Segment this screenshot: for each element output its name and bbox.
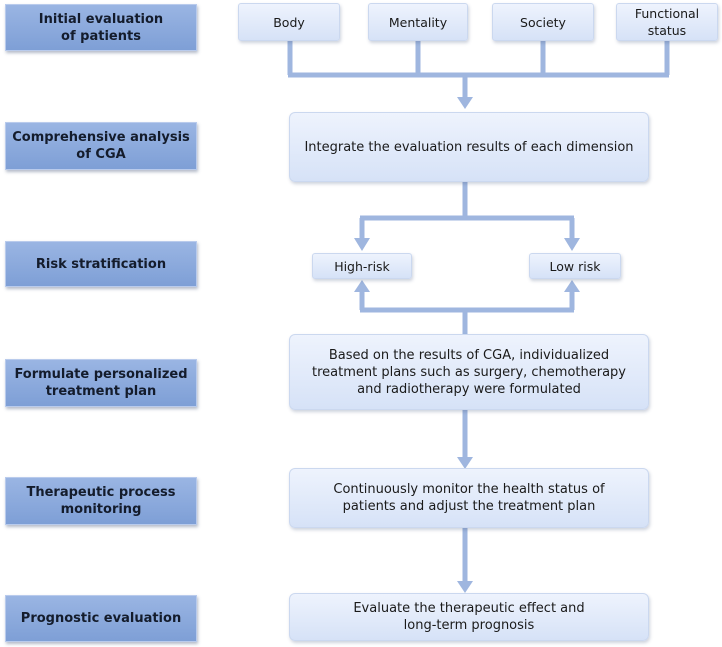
dimension-body: Body [238, 3, 340, 41]
stage-initial-evaluation: Initial evaluation of patients [5, 4, 197, 51]
arrowhead-from-low [564, 280, 580, 292]
arrowhead-to-prognosis [457, 581, 473, 593]
prognosis-box: Evaluate the therapeutic effect and long… [289, 593, 649, 641]
arrowhead-from-high [354, 280, 370, 292]
arrowhead-to-monitor [457, 457, 473, 469]
dimension-mentality: Mentality [368, 3, 468, 41]
dimension-functional-status: Functional status [616, 3, 718, 41]
treatment-plan-box: Based on the results of CGA, individuali… [289, 334, 649, 410]
arrowhead-to-low [564, 238, 580, 251]
stage-process-monitoring: Therapeutic process monitoring [5, 477, 197, 525]
integrate-results-box: Integrate the evaluation results of each… [289, 112, 649, 182]
dimension-society: Society [492, 3, 594, 41]
stage-risk-stratification: Risk stratification [5, 241, 197, 287]
stage-personalized-plan: Formulate personalized treatment plan [5, 359, 197, 407]
stage-comprehensive-analysis: Comprehensive analysis of CGA [5, 122, 197, 170]
monitoring-box: Continuously monitor the health status o… [289, 468, 649, 528]
arrowhead-to-high [354, 238, 370, 251]
stage-prognostic-evaluation: Prognostic evaluation [5, 595, 197, 642]
risk-high-box: High-risk [312, 253, 412, 279]
arrowhead-to-integrate [457, 97, 473, 109]
risk-low-box: Low risk [529, 253, 621, 279]
